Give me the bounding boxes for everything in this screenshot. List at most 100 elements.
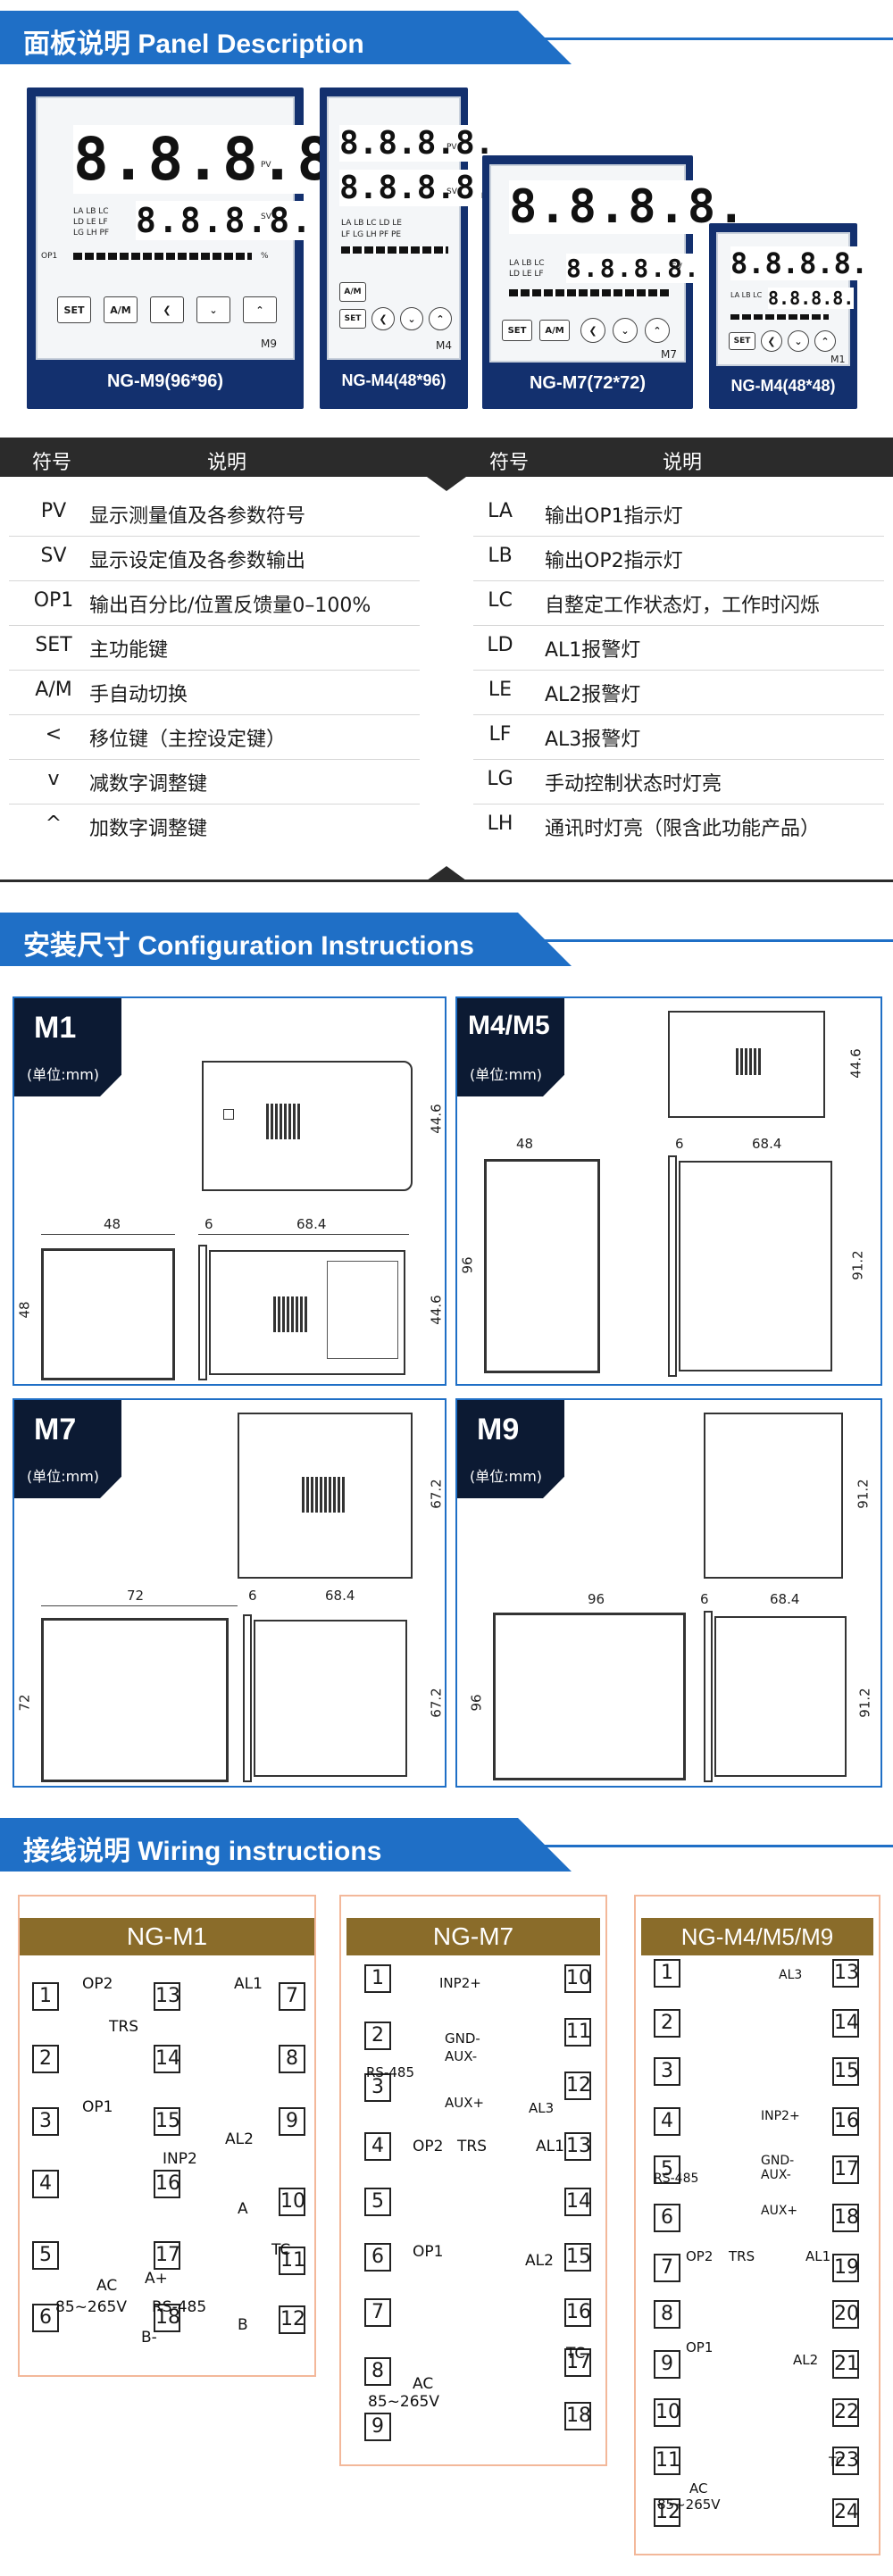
- side-body: [209, 1250, 405, 1375]
- indicator-row-1: LA LB LC: [73, 207, 109, 216]
- dim-unit: (单位:mm): [27, 1468, 100, 1485]
- am-button[interactable]: A/M: [104, 296, 138, 323]
- row-description: 输出百分比/位置反馈量0–100%: [89, 595, 371, 617]
- voltage-label: 85~265V: [55, 2298, 127, 2316]
- terminal: 8: [279, 2045, 305, 2073]
- row-divider: [473, 625, 884, 626]
- am-button[interactable]: A/M: [339, 282, 366, 302]
- terminal: 1: [32, 1982, 59, 2011]
- set-button[interactable]: SET: [339, 309, 366, 329]
- terminal: 4: [654, 2107, 680, 2136]
- side-view: [243, 1614, 252, 1782]
- row-symbol: LG: [487, 768, 513, 790]
- panel-card-m9: 8.8.8.8. PV LA LB LC LD LE LF LG LH PF 8…: [27, 88, 371, 409]
- aux-label: AUX-: [445, 2048, 478, 2064]
- dim-side-height: 91.2: [849, 1250, 866, 1280]
- terminal: 11: [654, 2447, 680, 2475]
- set-button[interactable]: SET: [729, 332, 755, 350]
- terminal: 14: [564, 2188, 591, 2216]
- col-desc-right: 说明: [663, 452, 703, 474]
- terminal: 12: [279, 2305, 305, 2334]
- op1-bargraph: [341, 246, 448, 254]
- tc-label: TC: [271, 2241, 291, 2259]
- dim-model-name: M9: [477, 1413, 520, 1446]
- row-divider: [9, 670, 420, 671]
- up-button[interactable]: ⌃: [243, 296, 277, 323]
- terminal: 13: [154, 1982, 180, 2011]
- al1-label: AL1: [536, 2138, 564, 2155]
- row-symbol: LH: [487, 813, 513, 835]
- table-footer: [0, 880, 893, 882]
- panel-label: NG-M7(72*72): [529, 373, 647, 393]
- terminal: 17: [564, 2348, 591, 2377]
- dim-front-width: 48: [516, 1136, 534, 1152]
- side-body: [714, 1616, 847, 1777]
- trs-label: TRS: [729, 2248, 755, 2264]
- trs-label: TRS: [109, 2018, 138, 2036]
- table-row: <移位键（主控设定键）: [0, 723, 446, 768]
- tc-label: TC: [829, 2455, 845, 2470]
- terminal: 11: [279, 2247, 305, 2275]
- down-button[interactable]: ⌄: [788, 330, 809, 352]
- chevron-left-icon: ❮: [379, 313, 388, 325]
- down-button[interactable]: ⌄: [400, 307, 423, 330]
- down-button[interactable]: ⌄: [613, 318, 638, 343]
- dim-front-height: 48: [16, 1301, 33, 1319]
- terminal: 17: [832, 2155, 859, 2184]
- left-button[interactable]: ❮: [150, 296, 184, 323]
- up-button[interactable]: ⌃: [814, 330, 836, 352]
- chevron-down-icon: ⌄: [794, 335, 803, 347]
- left-button[interactable]: ❮: [580, 318, 605, 343]
- inp2-plus-label: INP2+: [439, 1975, 481, 1991]
- terminal: 9: [364, 2413, 391, 2441]
- dim-bezel: 6: [675, 1136, 684, 1152]
- dim-front-width: 48: [104, 1216, 121, 1232]
- set-button[interactable]: SET: [502, 320, 532, 341]
- row-divider: [9, 714, 420, 715]
- panel-label: NG-M9(96*96): [106, 371, 224, 391]
- panel-label: NG-M4(48*96): [341, 371, 446, 389]
- chevron-down-icon: ⌄: [621, 324, 630, 337]
- row-divider: [9, 580, 420, 581]
- dim-front-height: 96: [468, 1694, 485, 1712]
- row-symbol: LA: [488, 500, 513, 522]
- up-button[interactable]: ⌃: [429, 307, 452, 330]
- down-button[interactable]: ⌄: [196, 296, 230, 323]
- wiring-section-header: 接线说明 Wiring instructions: [0, 1818, 893, 1872]
- terminal: 9: [279, 2107, 305, 2136]
- dim-bezel: 6: [204, 1216, 213, 1232]
- terminal: 21: [832, 2350, 859, 2379]
- terminal: 10: [654, 2398, 680, 2427]
- am-button[interactable]: A/M: [539, 320, 570, 341]
- row-symbol: LB: [488, 545, 513, 567]
- al2-label: AL2: [793, 2352, 819, 2368]
- op1-bargraph: [730, 314, 829, 320]
- terminal: 8: [364, 2357, 391, 2386]
- op1-bargraph: [509, 289, 670, 296]
- table-header: 符号 说明 符号 说明: [0, 438, 893, 477]
- op2-label: OP2: [413, 2138, 444, 2155]
- terminal: 11: [564, 2018, 591, 2047]
- set-button[interactable]: SET: [57, 296, 91, 323]
- indicator-row-1: LA LB LC: [730, 291, 763, 299]
- terminal: 5: [32, 2241, 59, 2270]
- pv-label: PV: [446, 143, 457, 152]
- terminal: 12: [654, 2498, 680, 2527]
- wiring-section-title: 接线说明 Wiring instructions: [23, 1837, 382, 1866]
- terminal: 2: [32, 2045, 59, 2073]
- up-button[interactable]: ⌃: [645, 318, 670, 343]
- dim-box-m4: M4/M5(单位:mm) 44.6 48 96 6 68.4 91.2: [455, 996, 882, 1386]
- side-view: [704, 1611, 713, 1782]
- terminal: 1: [654, 1959, 680, 1988]
- chevron-down-icon: ⌄: [407, 313, 416, 325]
- row-symbol: A/M: [35, 679, 72, 701]
- left-button[interactable]: ❮: [761, 330, 782, 352]
- row-description: 减数字调整键: [89, 773, 208, 796]
- left-button[interactable]: ❮: [371, 307, 395, 330]
- dim-depth: 68.4: [296, 1216, 327, 1232]
